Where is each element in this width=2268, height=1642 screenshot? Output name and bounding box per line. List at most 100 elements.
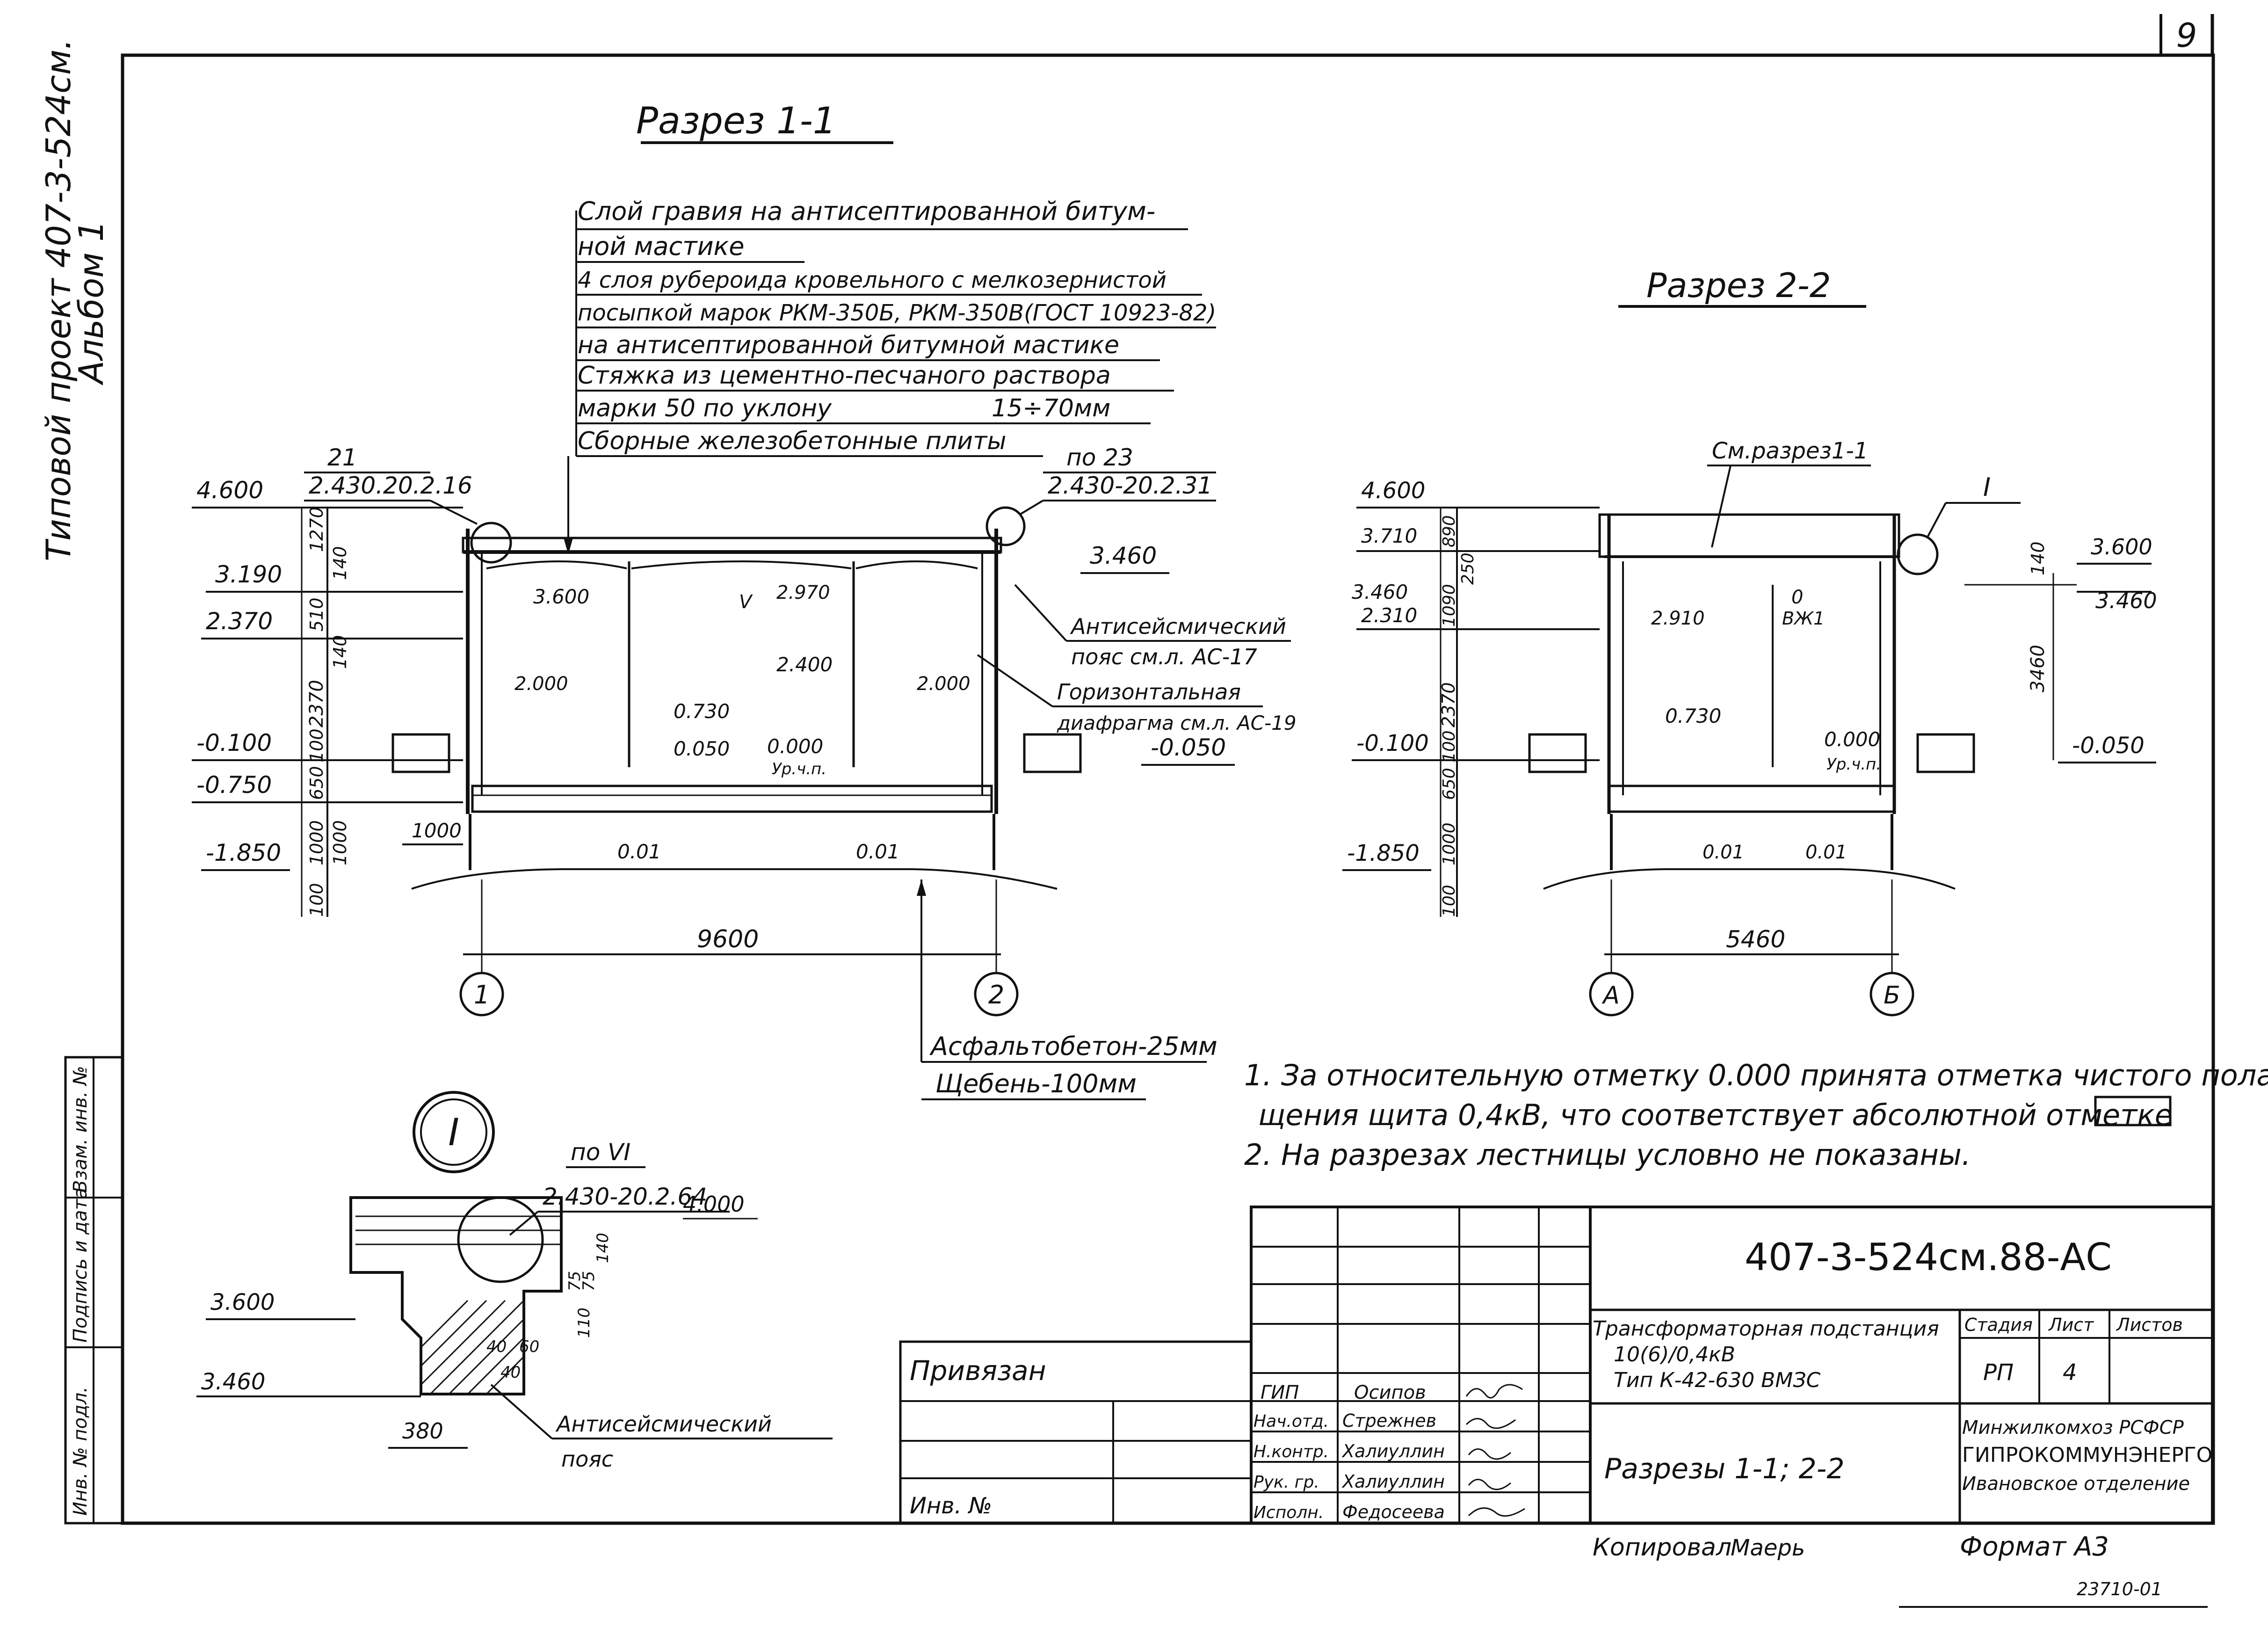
copier-name: Маерь xyxy=(1731,1535,1805,1561)
margin-album: Альбом 1 xyxy=(72,220,111,385)
mark-2970: 2.970 xyxy=(776,582,830,603)
dim-100b: 100 xyxy=(306,883,327,917)
window22-code: ВЖ1 xyxy=(1782,608,1825,629)
section-1-1-title: Разрез 1-1 xyxy=(636,100,836,142)
detail-dim-75a: 75 xyxy=(565,1271,584,1291)
mark-0050: 0.050 xyxy=(674,737,730,760)
note-2: 2. На разрезах лестницы условно не показ… xyxy=(1244,1138,1971,1172)
building-2-2 xyxy=(1528,513,1975,890)
elev22-r-m0050: -0.050 xyxy=(2072,733,2145,759)
elev22-3460: 3.460 xyxy=(1352,581,1408,603)
dim22-100b: 100 xyxy=(1440,885,1459,917)
mark22-0730: 0.730 xyxy=(1665,705,1721,727)
ref-left-no: 21 xyxy=(327,444,357,471)
detail-dim-75b: 75 xyxy=(580,1271,598,1291)
section-2-2-title: Разрез 2-2 xyxy=(1646,266,1831,305)
note-diaphragm-2: диафрагма см.л. АС-19 xyxy=(1057,712,1297,734)
signatures xyxy=(1465,1384,1525,1517)
org-line-2: ГИПРОКОММУНЭНЕРГО xyxy=(1962,1443,2212,1467)
elev22-4600: 4.600 xyxy=(1361,478,1425,504)
note-belt-1: Антисейсмический xyxy=(1070,614,1286,639)
axis-2: 2 xyxy=(988,980,1004,1010)
mark-2000a: 2.000 xyxy=(514,673,568,695)
dim-140a: 140 xyxy=(330,546,350,580)
node-mark-i: I xyxy=(1983,472,1991,502)
axis-b: Б xyxy=(1884,981,1900,1010)
axis-a: А xyxy=(1601,981,1620,1010)
format-label: Формат А3 xyxy=(1960,1532,2109,1562)
mark-0000: 0.000 xyxy=(767,735,823,758)
dim22-2370: 2370 xyxy=(1438,682,1459,727)
layer-text-2: 4 слоя рубероида кровельного с мелкозерн… xyxy=(578,267,1167,293)
org-line-1: Минжилкомхоз РСФСР xyxy=(1962,1417,2184,1439)
elev22-r-3600: 3.600 xyxy=(2091,534,2152,559)
layer-text-1: ной мастике xyxy=(578,232,745,261)
order-number: 23710-01 xyxy=(2077,1579,2162,1599)
copied-label: Копировал xyxy=(1593,1533,1732,1562)
name-nach: Стрежнев xyxy=(1342,1410,1436,1431)
side-stamp-sign: Подпись и дата xyxy=(70,1188,91,1343)
role-nach: Нач.отд. xyxy=(1254,1412,1329,1431)
absolute-mark-box xyxy=(2094,1096,2172,1126)
detail-belt-1: Антисейсмический xyxy=(555,1411,772,1437)
window22-mark: 0 xyxy=(1791,587,1803,608)
layer-text-4: на антисептированной битумной мастике xyxy=(578,331,1119,359)
detail-elev-top: 4.000 xyxy=(683,1192,745,1217)
elev-left-1-1: 4.600 3.190 2.370 -0.100 -0.750 -1.850 xyxy=(192,477,463,871)
drawing-title: Разрезы 1-1; 2-2 xyxy=(1604,1453,1845,1485)
side-stamp: Инв. № подл. Подпись и дата Взам. инв. № xyxy=(64,1056,124,1525)
mark-3600: 3.600 xyxy=(533,585,589,608)
layer-text-0: Слой гравия на антисептированной битум- xyxy=(578,196,1155,226)
paving-asphalt: Асфальтобетон-25мм xyxy=(929,1032,1217,1061)
dim-1000a: 1000 xyxy=(306,820,327,865)
axis-1: 1 xyxy=(474,980,490,1010)
elev-2370: 2.370 xyxy=(206,608,273,635)
slope-left-1-1: 0.01 xyxy=(617,840,661,863)
mark-floor-level: Ур.ч.п. xyxy=(772,760,826,778)
detail-ref-no: по VI xyxy=(571,1139,630,1166)
layer-text-3: посыпкой марок РКМ-350Б, РКМ-350В(ГОСТ 1… xyxy=(578,300,1216,326)
sheets-label: Листов xyxy=(2116,1315,2183,1335)
org-line-3: Ивановское отделение xyxy=(1962,1473,2190,1495)
detail-dim-140: 140 xyxy=(594,1233,612,1263)
section-1-1: Разрез 1-1 Слой гравия на антисептирован… xyxy=(192,100,1297,1100)
binding-inv: Инв. № xyxy=(910,1493,992,1519)
elev22-3710: 3.710 xyxy=(1361,524,1417,547)
detail-label: I xyxy=(448,1111,459,1154)
detail-elev-bottom: 3.460 xyxy=(201,1369,265,1395)
notes: 1. За относительную отметку 0.000 принят… xyxy=(1244,1058,2268,1172)
dim22-3460: 3460 xyxy=(2027,645,2049,692)
elev22-m0100: -0.100 xyxy=(1356,730,1429,756)
margin-project: Типовой проект 407-3-524см. xyxy=(39,39,78,561)
binding-label: Привязан xyxy=(910,1355,1046,1387)
detail-dim-40b: 40 xyxy=(500,1363,521,1382)
span-5460: 5460 xyxy=(1726,926,1785,953)
dim22-1000: 1000 xyxy=(1440,822,1459,865)
layer-text-5: Стяжка из цементно-песчаного раствора xyxy=(578,362,1111,390)
span-9600: 9600 xyxy=(697,925,759,953)
section-2-2: Разрез 2-2 См.разрез1-1 I 4.600 3.710 3.… xyxy=(1342,266,2157,1017)
note-diaphragm-1: Горизонтальная xyxy=(1057,679,1241,705)
dim22-100a: 100 xyxy=(1440,730,1459,763)
see-section-1-1: См.разрез1-1 xyxy=(1712,438,1868,464)
building-1-1 xyxy=(391,529,1082,890)
elev-3460-1-1: 3.460 xyxy=(1090,542,1157,569)
mark-2000b: 2.000 xyxy=(917,673,971,695)
note-1a: 1. За относительную отметку 0.000 принят… xyxy=(1244,1058,2268,1092)
ref-left-code: 2.430.20.2.16 xyxy=(309,472,472,499)
mark22-2910: 2.910 xyxy=(1651,608,1705,629)
dim-100a: 100 xyxy=(306,728,327,763)
dim22-140: 140 xyxy=(2028,541,2048,575)
detail-dim-40a: 40 xyxy=(486,1337,507,1356)
stage-label: Стадия xyxy=(1964,1315,2033,1335)
title-block: Привязан Инв. № ГИП Нач.отд. Н.контр. Ру… xyxy=(899,1206,2214,1608)
dim22-890: 890 xyxy=(1440,515,1459,547)
mark22-0000: 0.000 xyxy=(1824,728,1880,751)
elev-m0750: -0.750 xyxy=(196,771,272,799)
dim-1000b: 1000 xyxy=(330,820,350,865)
margin-title: Типовой проект 407-3-524см. Альбом 1 xyxy=(39,39,111,561)
note-1b: щения щита 0,4кВ, что соответствует абсо… xyxy=(1258,1098,2173,1132)
note-belt-2: пояс см.л. АС-17 xyxy=(1071,644,1257,669)
dim22-1090: 1090 xyxy=(1440,584,1459,627)
